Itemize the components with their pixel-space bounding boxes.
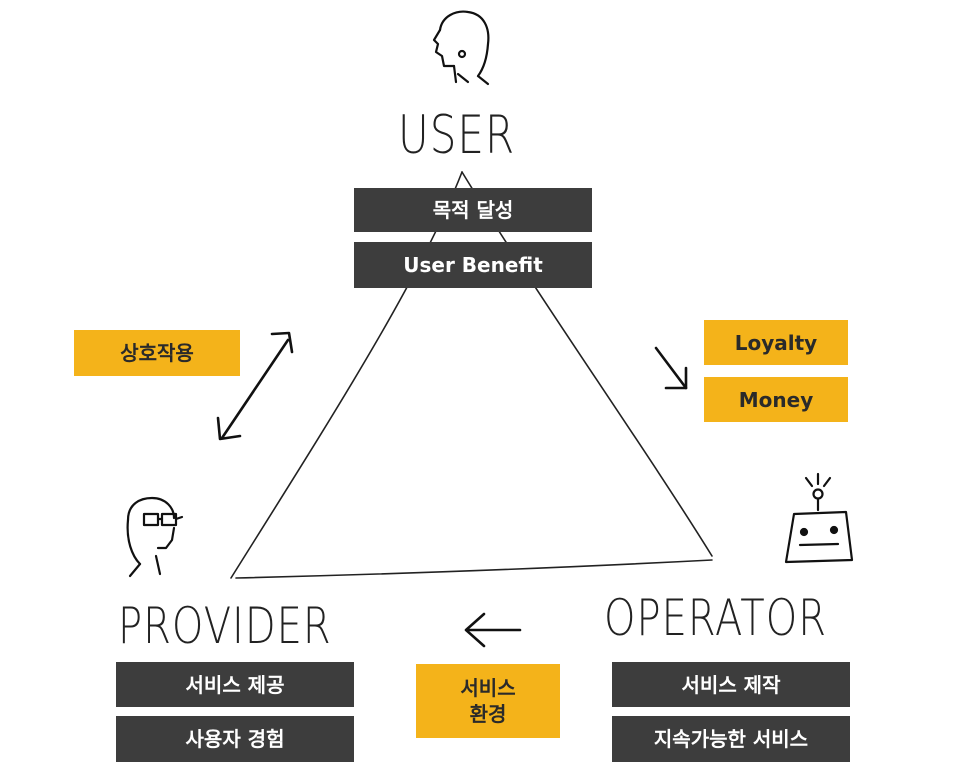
money-box: Money	[704, 377, 848, 422]
user-head-icon	[432, 10, 490, 86]
arrow-left-icon	[464, 612, 522, 648]
robot-icon	[784, 472, 854, 564]
provider-experience-box: 사용자 경험	[116, 716, 354, 762]
operator-sustainable-box: 지속가능한 서비스	[612, 716, 850, 762]
double-arrow-icon	[216, 331, 294, 441]
provider-label: PROVIDER	[118, 598, 332, 656]
loyalty-box: Loyalty	[704, 320, 848, 365]
provider-glasses-head-icon	[126, 496, 184, 578]
operator-label: OPERATOR	[604, 590, 828, 648]
service-environment-box: 서비스 환경	[416, 664, 560, 738]
provider-service-box: 서비스 제공	[116, 662, 354, 707]
user-benefit-box: User Benefit	[354, 242, 592, 288]
user-goal-box: 목적 달성	[354, 188, 592, 232]
operator-production-box: 서비스 제작	[612, 662, 850, 707]
user-label: USER	[398, 104, 516, 166]
triangle-base-edge	[235, 559, 713, 579]
arrow-down-right-icon	[654, 346, 688, 390]
interaction-box: 상호작용	[74, 330, 240, 376]
